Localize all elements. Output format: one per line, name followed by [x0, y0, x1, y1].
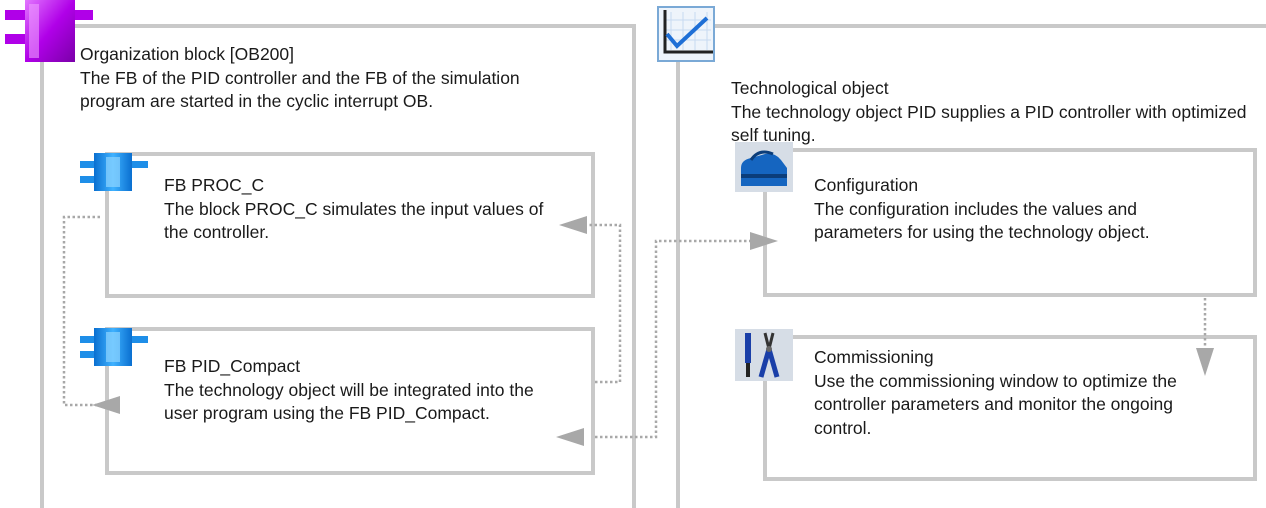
commissioning-description: Use the commissioning window to optimize… — [814, 370, 1177, 438]
function-block-icon — [80, 153, 148, 191]
commissioning-title: Commissioning — [814, 347, 934, 367]
fb-pid-compact-title: FB PID_Compact — [164, 356, 301, 376]
arrowhead-pid-compact-left — [92, 396, 120, 414]
toolbox-icon — [735, 142, 793, 192]
arrowhead-commissioning-down — [1196, 348, 1214, 376]
fb-proc-c-description: The block PROC_C simulates the input val… — [164, 198, 544, 243]
technological-object-title: Technological object — [731, 78, 889, 98]
tools-icon — [735, 329, 793, 381]
arrowhead-configuration-left — [750, 232, 778, 250]
technological-object-panel — [676, 24, 1266, 508]
fb-proc-c-text: FB PROC_C The block PROC_C simulates the… — [164, 174, 564, 245]
organization-block-icon — [5, 0, 93, 62]
organization-block-description: The FB of the PID controller and the FB … — [80, 67, 520, 112]
fb-pid-compact-text: FB PID_Compact The technology object wil… — [164, 355, 564, 426]
trend-chart-icon — [657, 6, 715, 62]
arrow-proc-c-to-pid-compact — [62, 215, 120, 407]
function-block-icon — [80, 328, 148, 366]
configuration-title: Configuration — [814, 175, 919, 195]
configuration-description: The configuration includes the values an… — [814, 198, 1150, 243]
configuration-text: Configuration The configuration includes… — [814, 174, 1214, 245]
arrow-pid-compact-to-proc-c — [587, 223, 622, 384]
organization-block-panel — [40, 24, 636, 508]
organization-block-title: Organization block [OB200] — [80, 44, 295, 64]
organization-block-text: Organization block [OB200] The FB of the… — [80, 43, 580, 114]
technological-object-text: Technological object The technology obje… — [731, 77, 1251, 148]
configuration-box — [763, 148, 1257, 297]
arrow-pid-compact-to-configuration — [595, 239, 752, 439]
fb-pid-compact-description: The technology object will be integrated… — [164, 379, 534, 424]
fb-proc-c-title: FB PROC_C — [164, 175, 265, 195]
arrowhead-proc-c-right — [559, 216, 587, 234]
commissioning-text: Commissioning Use the commissioning wind… — [814, 346, 1214, 440]
arrowhead-pid-compact-right — [556, 428, 584, 446]
commissioning-box — [763, 335, 1257, 481]
technological-object-description: The technology object PID supplies a PID… — [731, 101, 1247, 146]
fb-proc-c-box — [105, 152, 595, 298]
